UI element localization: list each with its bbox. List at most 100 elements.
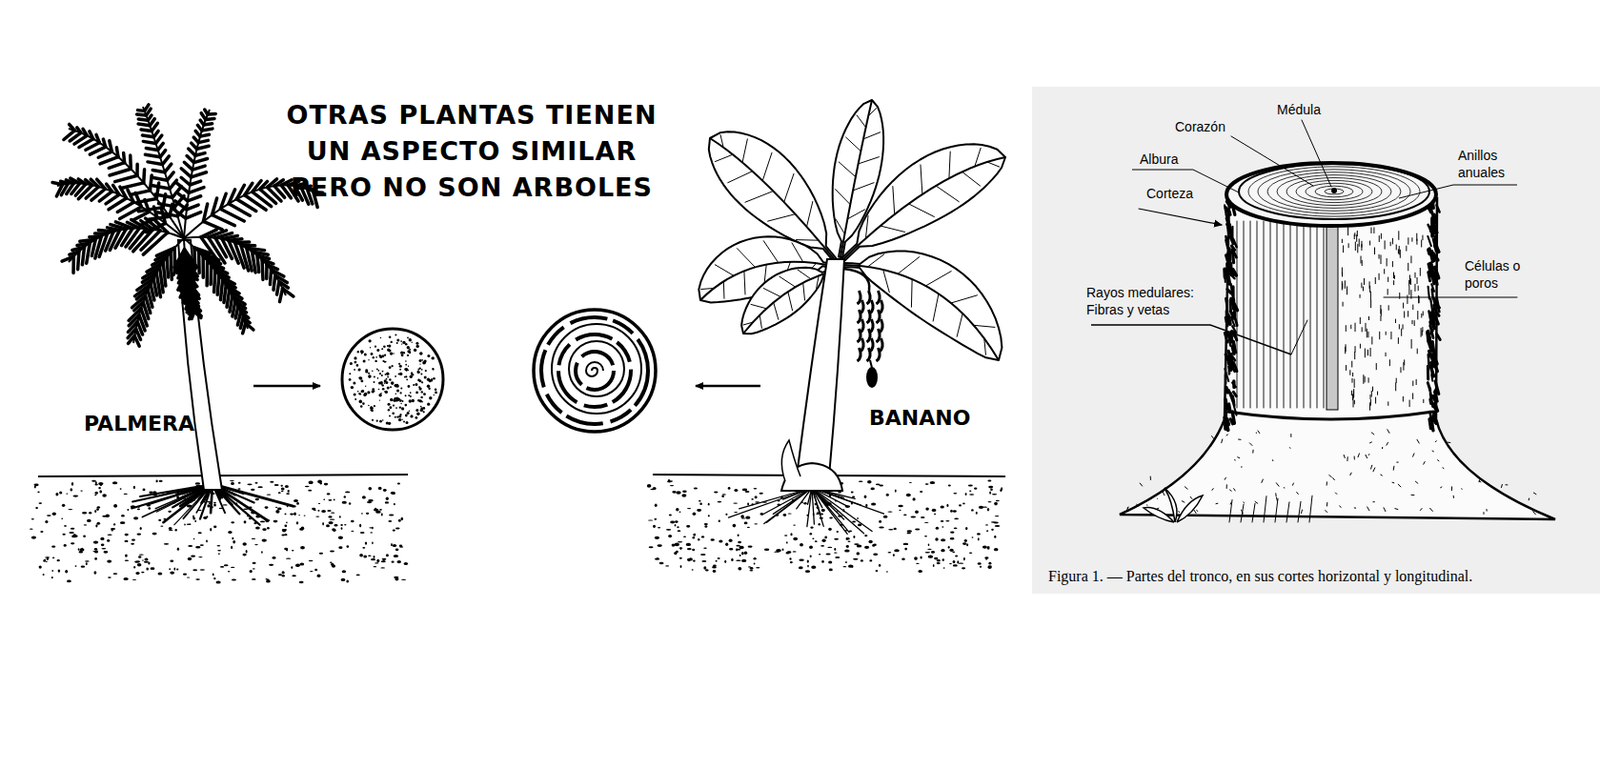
soil-speck bbox=[51, 546, 56, 548]
soil-speck bbox=[45, 561, 48, 563]
soil-speck bbox=[893, 527, 897, 530]
soil-speck bbox=[103, 550, 109, 554]
soil-speck bbox=[71, 482, 74, 487]
soil-speck bbox=[680, 565, 683, 568]
wood-pore bbox=[1417, 310, 1418, 319]
soil-speck bbox=[202, 516, 207, 520]
fiber-dot bbox=[389, 385, 392, 388]
fiber-dot bbox=[399, 364, 403, 368]
fiber-dot bbox=[382, 384, 385, 386]
palm-leaflet bbox=[91, 239, 96, 256]
wood-pore bbox=[1408, 286, 1410, 295]
soil-mark bbox=[1238, 439, 1241, 441]
wood-pore bbox=[1402, 362, 1404, 370]
leaf-vein bbox=[742, 139, 748, 163]
soil-speck bbox=[152, 532, 158, 536]
soil-speck bbox=[728, 486, 731, 490]
palm-leaflet bbox=[169, 180, 177, 189]
soil-speck bbox=[388, 514, 394, 517]
soil-speck bbox=[299, 563, 304, 567]
soil-speck bbox=[969, 490, 972, 492]
soil-speck bbox=[301, 526, 305, 530]
soil-speck bbox=[903, 513, 907, 516]
soil-speck bbox=[130, 543, 135, 546]
soil-speck bbox=[284, 513, 287, 516]
soil-speck bbox=[397, 482, 401, 485]
soil-speck bbox=[878, 526, 885, 528]
soil-speck bbox=[124, 554, 128, 558]
wood-pore bbox=[1380, 233, 1382, 239]
soil-speck bbox=[721, 495, 725, 498]
soil-speck bbox=[744, 551, 749, 555]
fiber-dot bbox=[398, 363, 401, 365]
palm-leaflet bbox=[98, 151, 112, 158]
soil-speck bbox=[383, 559, 385, 563]
fiber-dot bbox=[394, 375, 397, 378]
soil-speck bbox=[94, 494, 97, 497]
wood-pore bbox=[1353, 390, 1355, 399]
soil-speck bbox=[750, 498, 753, 501]
banana-bud bbox=[866, 366, 878, 388]
soil-speck bbox=[309, 570, 314, 572]
palm-leaflet bbox=[128, 335, 136, 344]
soil-speck bbox=[846, 537, 849, 541]
soil-speck bbox=[380, 567, 385, 568]
soil-speck bbox=[692, 511, 697, 516]
palm-leaflet bbox=[135, 192, 142, 207]
banana-finger bbox=[876, 328, 881, 343]
fiber-dot bbox=[383, 344, 386, 348]
fiber-dot bbox=[353, 356, 357, 360]
fiber-dot bbox=[406, 411, 410, 415]
medullary-ray-line bbox=[1290, 221, 1292, 408]
soil-speck bbox=[846, 545, 850, 548]
soil-speck bbox=[659, 562, 665, 565]
fiber-dot bbox=[396, 339, 400, 343]
soil-speck bbox=[711, 566, 717, 568]
wood-pore bbox=[1390, 331, 1392, 339]
soil-speck bbox=[85, 562, 88, 566]
bark-texture bbox=[1432, 346, 1436, 357]
bark-texture bbox=[1427, 236, 1431, 246]
soil-speck bbox=[948, 484, 952, 487]
soil-speck bbox=[713, 491, 718, 494]
soil-speck bbox=[735, 545, 740, 547]
fiber-dot bbox=[378, 393, 382, 397]
fiber-dot bbox=[399, 368, 402, 371]
leaf-vein bbox=[743, 322, 753, 325]
soil-speck bbox=[649, 488, 656, 491]
palm-leaflet bbox=[244, 195, 266, 211]
soil-mark bbox=[1255, 501, 1258, 504]
soil-speck bbox=[828, 527, 832, 531]
soil-speck bbox=[988, 566, 993, 569]
wood-pore bbox=[1371, 337, 1373, 345]
palm-leaflet bbox=[61, 256, 74, 262]
fiber-dot bbox=[423, 392, 426, 396]
soil-speck bbox=[213, 502, 217, 504]
fiber-dot bbox=[387, 403, 391, 406]
fiber-dot bbox=[382, 387, 385, 391]
fiber-dot bbox=[384, 382, 386, 385]
soil-speck bbox=[291, 574, 297, 577]
soil-speck bbox=[339, 515, 342, 518]
soil-speck bbox=[46, 514, 52, 517]
fiber-dot bbox=[413, 348, 417, 352]
soil-speck bbox=[52, 512, 57, 516]
soil-speck bbox=[141, 571, 144, 574]
palm-leaflet bbox=[204, 261, 209, 286]
wood-pore bbox=[1360, 256, 1362, 264]
soil-mark bbox=[1190, 496, 1193, 499]
soil-speck bbox=[163, 543, 169, 546]
wood-pore bbox=[1367, 331, 1369, 338]
soil-speck bbox=[243, 542, 247, 546]
wood-pore bbox=[1356, 243, 1358, 253]
soil-speck bbox=[931, 550, 935, 554]
soil-speck bbox=[871, 544, 875, 547]
wood-pore bbox=[1351, 361, 1353, 367]
palm-leaflet bbox=[257, 255, 260, 273]
soil-speck bbox=[304, 486, 310, 487]
wood-pore bbox=[1420, 240, 1422, 247]
soil-speck bbox=[829, 568, 833, 572]
soil-speck bbox=[807, 565, 810, 568]
soil-speck bbox=[747, 503, 750, 507]
fiber-dot bbox=[359, 376, 364, 381]
